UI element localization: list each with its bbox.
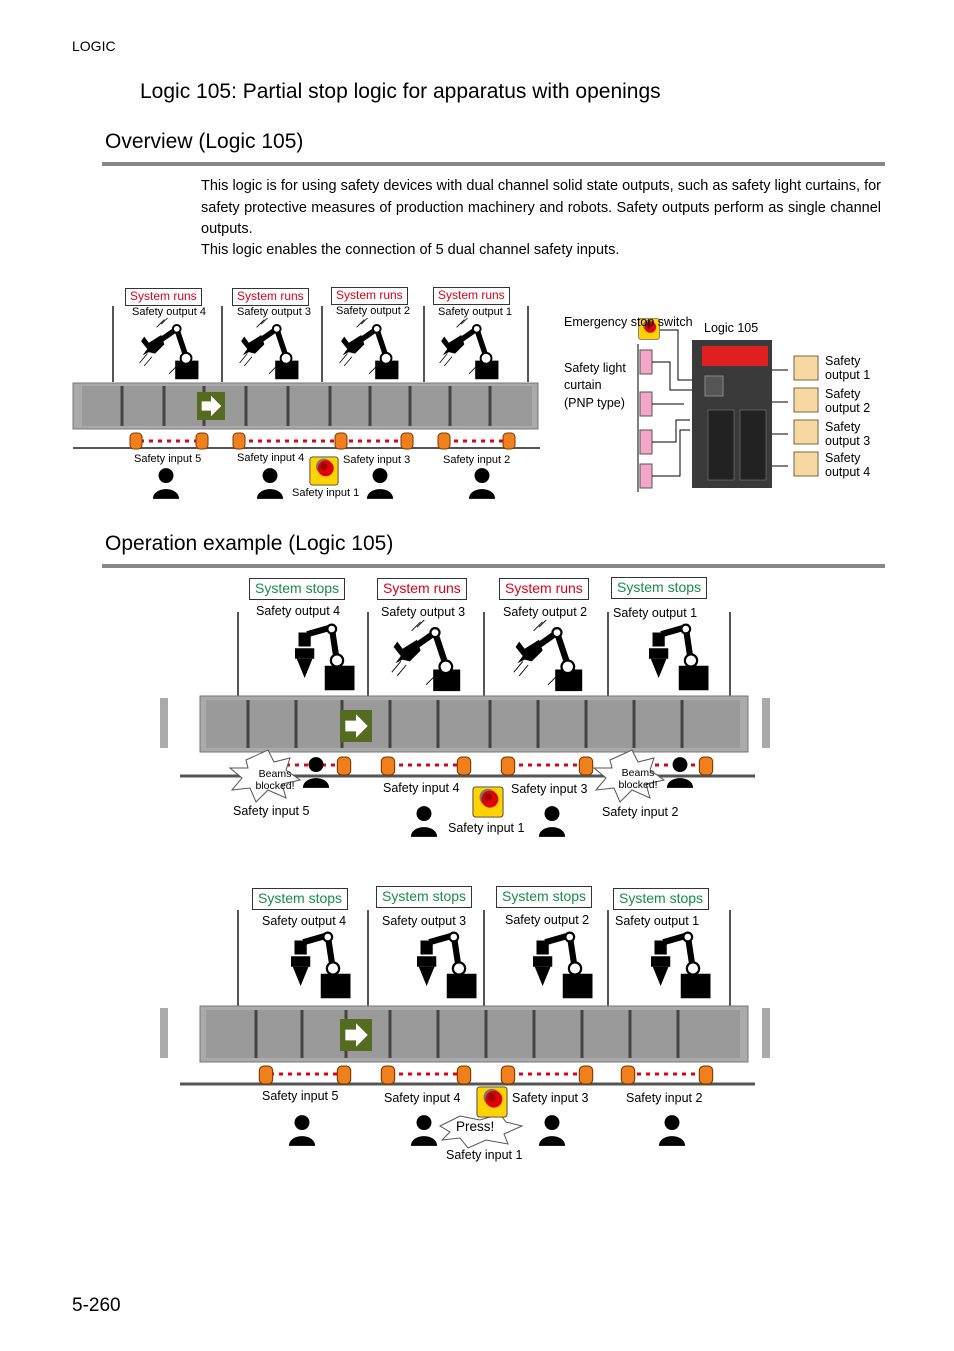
robot-running-icon <box>240 316 299 379</box>
status-badge: System runs <box>433 287 510 305</box>
status-badge: System runs <box>499 578 589 600</box>
robot-running-icon <box>140 316 199 379</box>
estop-label: Emergency stop switch <box>564 315 693 329</box>
robot-running-icon <box>392 618 460 691</box>
input-label: Safety input 4 <box>384 1091 461 1105</box>
input-label: Safety input 4 <box>237 452 305 464</box>
input-label: Safety input 1 <box>446 1148 523 1162</box>
arrow-right-icon <box>197 392 225 420</box>
status-badge: System runs <box>125 288 202 306</box>
status-badge: System stops <box>613 888 710 910</box>
output-label: Safety output 4 <box>262 914 347 928</box>
status-badge: System runs <box>232 288 309 306</box>
curtain-label-3: (PNP type) <box>564 396 625 410</box>
status-badge: System stops <box>496 886 593 908</box>
output-label: Safety output 2 <box>503 605 588 619</box>
status-badge: System runs <box>377 578 467 600</box>
wiring-output-label: Safety output 2 <box>825 387 871 415</box>
output-label: Safety output 2 <box>505 913 590 927</box>
output-label: Safety output 3 <box>237 306 311 318</box>
input-label: Safety input 1 <box>448 821 525 835</box>
output-label: Safety output 3 <box>381 605 466 619</box>
person-icon <box>538 806 566 837</box>
person-icon <box>366 468 394 499</box>
arrow-right-icon <box>340 1019 372 1051</box>
wiring-diagram <box>637 318 819 492</box>
curtain-label-2: curtain <box>564 378 602 392</box>
person-icon <box>410 806 438 837</box>
person-icon <box>410 1115 438 1146</box>
input-label: Safety input 3 <box>511 782 588 796</box>
person-icon <box>538 1115 566 1146</box>
output-label: Safety output 3 <box>382 914 467 928</box>
overview-machine-diagram <box>72 306 540 499</box>
input-label: Safety input 5 <box>262 1089 339 1103</box>
person-icon <box>288 1115 316 1146</box>
robot-stopped-icon <box>651 933 711 999</box>
status-badge: System stops <box>249 578 346 600</box>
emergency-stop-icon <box>476 1086 508 1118</box>
operation-rule <box>102 564 885 568</box>
emergency-stop-icon <box>309 456 339 486</box>
overview-rule <box>102 162 885 166</box>
person-icon <box>256 468 284 499</box>
beams-blocked-callout: Beams blocked! <box>255 768 295 792</box>
input-label: Safety input 2 <box>602 805 679 819</box>
overview-heading: Overview (Logic 105) <box>105 130 304 153</box>
page-title: Logic 105: Partial stop logic for appara… <box>140 80 661 103</box>
status-badge: System runs <box>331 287 408 305</box>
status-badge: System stops <box>611 577 708 599</box>
robot-running-icon <box>514 618 582 691</box>
overview-para-2: This logic enables the connection of 5 d… <box>201 242 620 258</box>
robot-stopped-icon <box>295 625 355 691</box>
operation-example-2-diagram <box>160 910 770 1149</box>
press-callout: Press! <box>456 1119 495 1134</box>
robot-stopped-icon <box>533 933 593 999</box>
input-label: Safety input 1 <box>292 487 360 499</box>
person-icon <box>152 468 180 499</box>
input-label: Safety input 2 <box>626 1091 703 1105</box>
status-badge: System stops <box>252 888 349 910</box>
operation-example-1-diagram <box>160 612 770 837</box>
operation-heading: Operation example (Logic 105) <box>105 532 394 555</box>
wiring-output-label: Safety output 1 <box>825 354 871 382</box>
robot-running-icon <box>340 316 399 379</box>
curtain-label-1: Safety light <box>564 361 626 375</box>
robot-stopped-icon <box>291 933 351 999</box>
person-icon <box>658 1115 686 1146</box>
input-label: Safety input 4 <box>383 781 460 795</box>
beams-blocked-callout: Beams blocked! <box>618 767 658 791</box>
output-label: Safety output 1 <box>615 914 700 928</box>
status-badge: System stops <box>376 886 473 908</box>
input-label: Safety input 3 <box>343 454 411 466</box>
input-label: Safety input 3 <box>512 1091 589 1105</box>
wiring-output-label: Safety output 4 <box>825 451 871 479</box>
controller-label: Logic 105 <box>704 321 759 335</box>
robot-running-icon <box>440 316 499 379</box>
robot-stopped-icon <box>649 625 709 691</box>
page-number: 5-260 <box>72 1295 121 1316</box>
input-label: Safety input 2 <box>443 454 511 466</box>
output-label: Safety output 2 <box>336 305 410 317</box>
input-label: Safety input 5 <box>233 804 310 818</box>
overview-para-1: This logic is for using safety devices w… <box>201 178 881 237</box>
input-label: Safety input 5 <box>134 453 202 465</box>
header-tag: LOGIC <box>72 38 116 54</box>
arrow-right-icon <box>340 710 372 742</box>
output-label: Safety output 4 <box>132 306 206 318</box>
wiring-output-label: Safety output 3 <box>825 420 871 448</box>
output-label: Safety output 1 <box>438 306 512 318</box>
person-icon <box>468 468 496 499</box>
emergency-stop-icon <box>472 786 504 818</box>
output-label: Safety output 1 <box>613 606 698 620</box>
robot-stopped-icon <box>417 933 477 999</box>
output-label: Safety output 4 <box>256 604 341 618</box>
